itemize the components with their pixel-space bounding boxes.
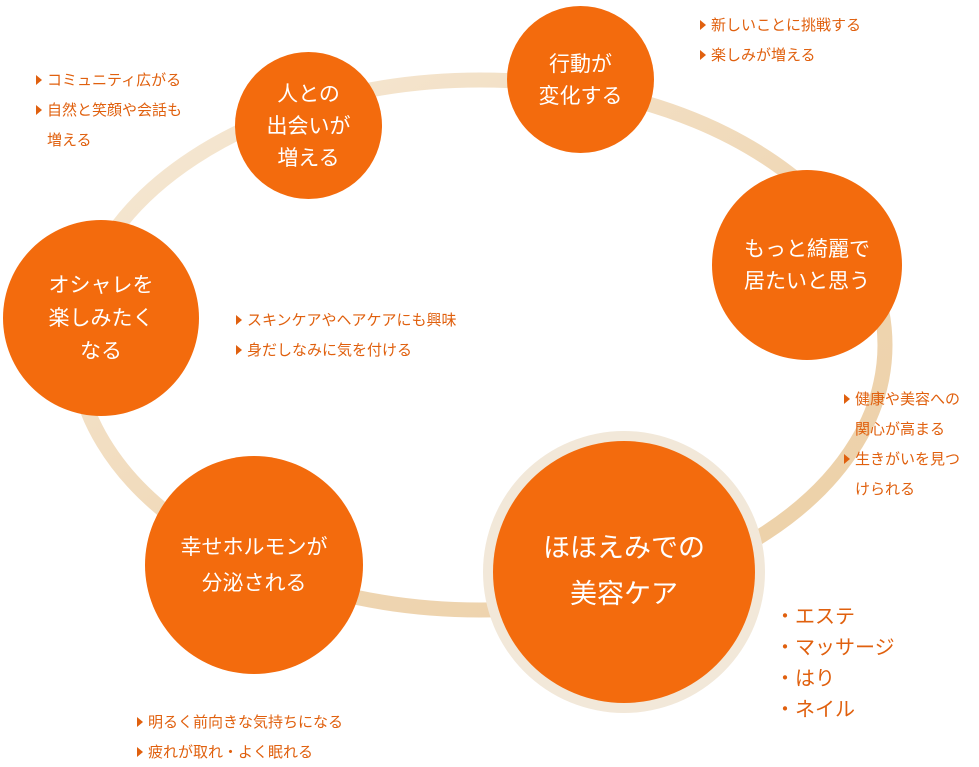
- note-beautiful: 健康や美容への 関心が高まる 生きがいを見つ けられる: [842, 384, 960, 504]
- note-item: 健康や美容への 関心が高まる: [842, 384, 960, 444]
- note-item: 身だしなみに気を付ける: [234, 335, 457, 365]
- node-center: ほほえみでの 美容ケア: [493, 441, 755, 703]
- node-beautiful-label: もっと綺麗で 居たいと思う: [744, 237, 870, 293]
- node-beautiful: もっと綺麗で 居たいと思う: [712, 170, 902, 360]
- care-item: マッサージ: [775, 632, 895, 663]
- note-fashion: スキンケアやヘアケアにも興味 身だしなみに気を付ける: [234, 305, 457, 365]
- care-item: はり: [775, 663, 895, 694]
- node-action: 行動が 変化する: [507, 6, 654, 153]
- note-item: 疲れが取れ・よく眠れる: [135, 737, 343, 767]
- note-item: 明るく前向きな気持ちになる: [135, 707, 343, 737]
- note-hormone: 明るく前向きな気持ちになる 疲れが取れ・よく眠れる: [135, 707, 343, 767]
- node-action-label: 行動が 変化する: [538, 51, 623, 108]
- note-item: コミュニティ広がる: [34, 65, 182, 95]
- node-fashion: オシャレを 楽しみたく なる: [3, 220, 199, 416]
- note-action: 新しいことに挑戦する 楽しみが増える: [698, 10, 861, 70]
- note-item: 生きがいを見つ けられる: [842, 444, 960, 504]
- care-item: ネイル: [775, 694, 895, 725]
- node-meet: 人との 出会いが 増える: [235, 52, 382, 199]
- care-menu-list: エステ マッサージ はり ネイル: [775, 601, 895, 725]
- note-item: 新しいことに挑戦する: [698, 10, 861, 40]
- node-meet-label: 人との 出会いが 増える: [266, 81, 351, 170]
- care-item: エステ: [775, 601, 895, 632]
- node-center-label: ほほえみでの 美容ケア: [543, 533, 705, 610]
- note-item: スキンケアやヘアケアにも興味: [234, 305, 457, 335]
- node-fashion-label: オシャレを 楽しみたく なる: [48, 272, 154, 363]
- node-hormone: 幸せホルモンが 分泌される: [145, 456, 363, 674]
- note-item: 楽しみが増える: [698, 40, 861, 70]
- note-meet: コミュニティ広がる 自然と笑顔や会話も 増える: [34, 65, 182, 155]
- node-hormone-label: 幸せホルモンが 分泌される: [180, 535, 328, 595]
- note-item: 自然と笑顔や会話も 増える: [34, 95, 182, 155]
